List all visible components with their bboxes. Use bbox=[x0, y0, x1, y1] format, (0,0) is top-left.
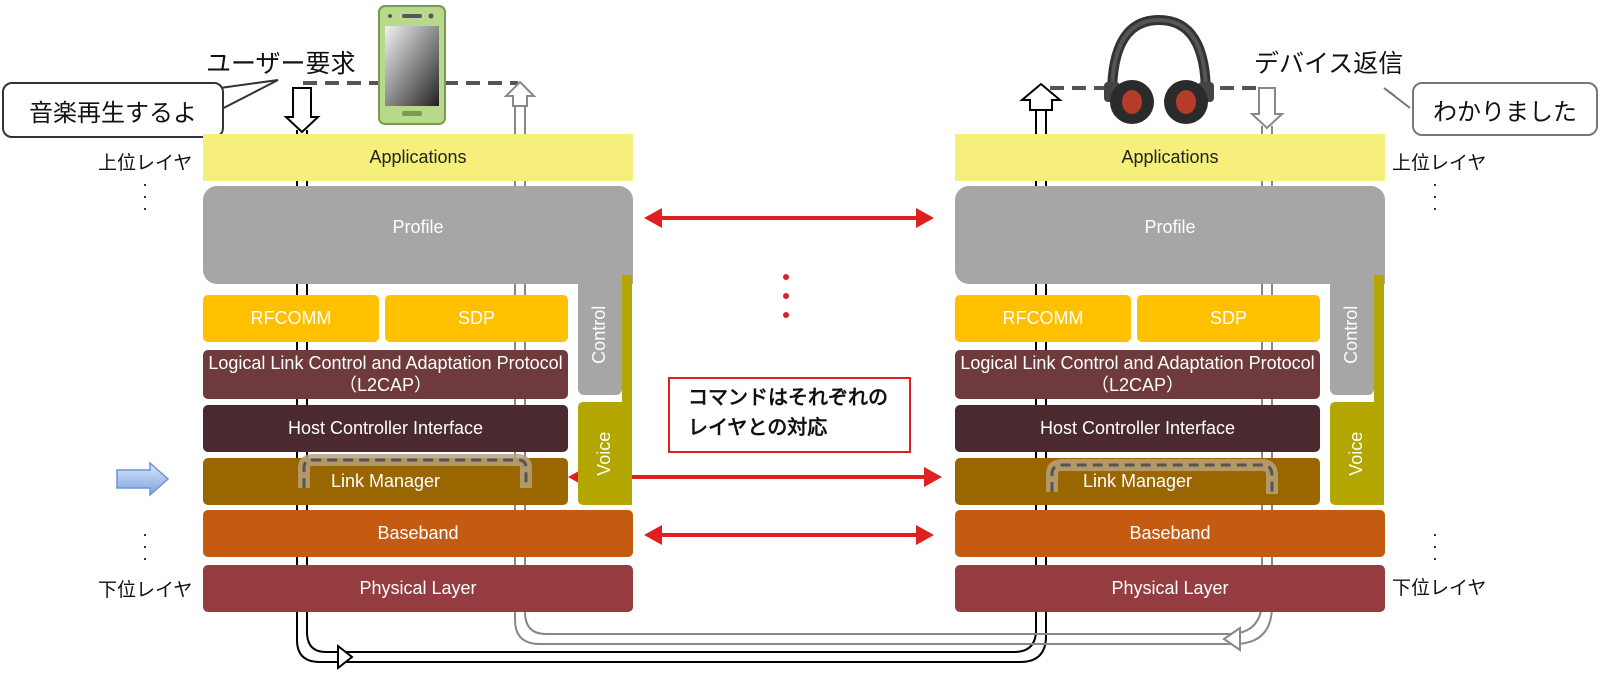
left-voice-column: Voice bbox=[578, 402, 632, 505]
right-voice-column: Voice bbox=[1330, 402, 1384, 505]
blue-right-arrow-icon bbox=[116, 461, 170, 497]
right-control-column: Control bbox=[1330, 275, 1374, 395]
right-lm-loop bbox=[1046, 459, 1278, 494]
red-dot-3 bbox=[783, 312, 789, 318]
left-sdp-layer: SDP bbox=[385, 295, 568, 342]
left-control-column: Control bbox=[578, 275, 622, 395]
right-baseband-layer: Baseband bbox=[955, 510, 1385, 557]
device-reply-label: デバイス返信 bbox=[1254, 50, 1404, 78]
request-up-arrow bbox=[1019, 82, 1063, 111]
right-physical-layer: Physical Layer bbox=[955, 565, 1385, 612]
right-sdp-layer: SDP bbox=[1137, 295, 1320, 342]
left-applications-layer: Applications bbox=[203, 134, 633, 181]
right-applications-layer: Applications bbox=[955, 134, 1385, 181]
reply-down-arrow bbox=[1249, 87, 1285, 130]
request-bubble-tail bbox=[207, 79, 279, 117]
right-l2cap-line1: Logical Link Control and Adaptation Prot… bbox=[960, 352, 1315, 373]
red-dot-1 bbox=[783, 274, 789, 280]
right-voice-rail bbox=[1374, 275, 1384, 505]
right-upper-layer-label: 上位レイヤ bbox=[1392, 153, 1487, 174]
reply-bubble-tail bbox=[1383, 87, 1411, 109]
left-upper-layer-label: 上位レイヤ bbox=[98, 153, 193, 174]
reply-speech-bubble: わかりました bbox=[1412, 82, 1598, 136]
right-profile-layer: Profile bbox=[955, 186, 1385, 284]
left-rfcomm-layer: RFCOMM bbox=[203, 295, 379, 342]
left-hci-layer: Host Controller Interface bbox=[203, 405, 568, 452]
baseband-correspondence-arrow bbox=[644, 525, 934, 545]
request-down-arrow bbox=[283, 87, 321, 134]
right-rfcomm-layer: RFCOMM bbox=[955, 295, 1131, 342]
headphones-icon bbox=[1104, 14, 1214, 124]
left-l2cap-layer: Logical Link Control and Adaptation Prot… bbox=[203, 350, 568, 399]
user-request-label: ユーザー要求 bbox=[206, 50, 356, 78]
request-right-arrow bbox=[337, 643, 354, 671]
left-upper-dots: ··· bbox=[142, 174, 148, 218]
red-dot-2 bbox=[783, 293, 789, 299]
right-upper-dots: ··· bbox=[1432, 174, 1438, 218]
note-line2: レイヤとの対応 bbox=[688, 417, 828, 439]
left-lower-dots: ··· bbox=[142, 524, 148, 568]
right-lower-dots: ··· bbox=[1432, 524, 1438, 568]
left-l2cap-line1: Logical Link Control and Adaptation Prot… bbox=[208, 352, 563, 373]
left-physical-layer: Physical Layer bbox=[203, 565, 633, 612]
left-profile-layer: Profile bbox=[203, 186, 633, 284]
left-baseband-layer: Baseband bbox=[203, 510, 633, 557]
right-l2cap-line2: （L2CAP） bbox=[1090, 374, 1185, 395]
left-l2cap-line2: （L2CAP） bbox=[338, 374, 433, 395]
right-lower-layer-label: 下位レイヤ bbox=[1392, 578, 1487, 599]
left-lower-layer-label: 下位レイヤ bbox=[98, 580, 193, 601]
smartphone-icon bbox=[378, 5, 446, 125]
right-l2cap-layer: Logical Link Control and Adaptation Prot… bbox=[955, 350, 1320, 399]
request-speech-bubble: 音楽再生するよ bbox=[2, 82, 224, 138]
reply-up-arrow bbox=[503, 80, 537, 107]
left-voice-rail bbox=[622, 275, 632, 505]
right-hci-layer: Host Controller Interface bbox=[955, 405, 1320, 452]
note-line1: コマンドはそれぞれの bbox=[688, 387, 888, 409]
reply-left-arrow bbox=[1222, 626, 1241, 652]
profile-correspondence-arrow bbox=[644, 208, 934, 228]
left-lm-loop bbox=[298, 454, 532, 488]
correspondence-note: コマンドはそれぞれの レイヤとの対応 bbox=[668, 377, 911, 453]
request-flow-path bbox=[296, 110, 1047, 663]
